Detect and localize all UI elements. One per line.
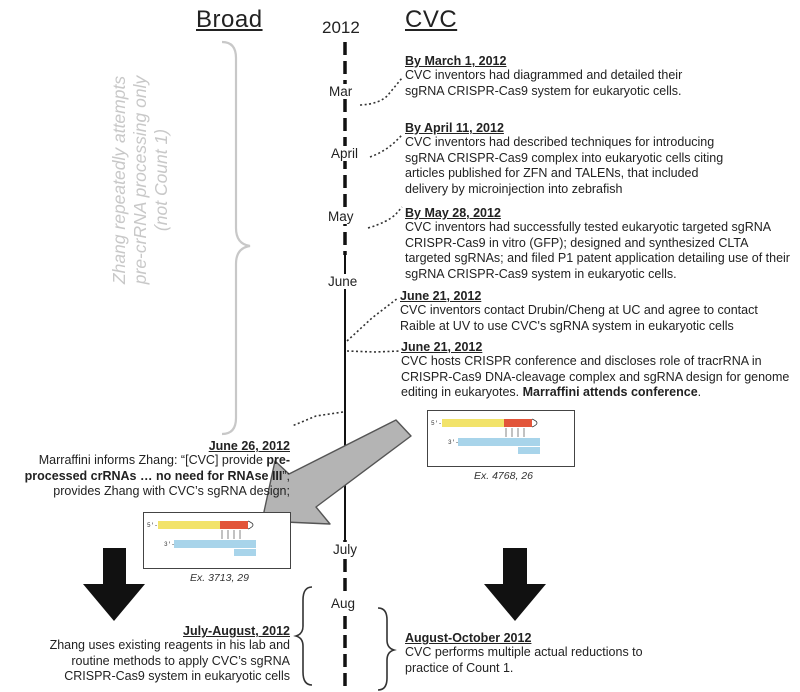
- connector-june-broad: [292, 412, 343, 426]
- aug-brace-left: [296, 587, 312, 685]
- cvc-event-may: By May 28, 2012 CVC inventors had succes…: [405, 206, 795, 282]
- sgrna-diagram: 5'- 3'-: [428, 411, 574, 466]
- broad-note-line1: Zhang repeatedly attempts: [109, 10, 130, 350]
- month-july: July: [331, 542, 359, 557]
- connector-june-a: [347, 298, 398, 341]
- svg-text:5'-: 5'-: [431, 420, 442, 427]
- month-april: April: [329, 146, 360, 161]
- event-date: August-October 2012: [405, 631, 645, 645]
- cvc-exhibit-caption: Ex. 4768, 26: [474, 470, 533, 482]
- event-date: By May 28, 2012: [405, 206, 795, 220]
- event-text: Zhang uses existing reagents in his lab …: [18, 638, 290, 685]
- broad-exhibit-figure: 5'- 3'-: [143, 512, 291, 569]
- cvc-event-june-conference: June 21, 2012 CVC hosts CRISPR conferenc…: [401, 340, 796, 401]
- month-mar: Mar: [327, 84, 354, 99]
- svg-text:3'-: 3'-: [164, 541, 175, 548]
- event-date: July-August, 2012: [18, 624, 290, 638]
- cvc-event-april: By April 11, 2012 CVC inventors had desc…: [405, 121, 785, 197]
- aug-brace-right: [378, 608, 394, 690]
- broad-brace: [222, 42, 250, 434]
- event-text: CVC inventors had successfully tested eu…: [405, 220, 795, 282]
- event-text: Marraffini informs Zhang: “[CVC] provide…: [12, 453, 290, 500]
- month-june: June: [326, 274, 359, 289]
- event-date: June 21, 2012: [401, 340, 796, 354]
- month-may: May: [326, 209, 356, 224]
- cvc-event-aug-oct: August-October 2012 CVC performs multipl…: [405, 631, 645, 676]
- broad-exhibit-caption: Ex. 3713, 29: [190, 572, 249, 584]
- connector-june-b: [347, 351, 400, 352]
- cvc-event-june-contact: June 21, 2012 CVC inventors contact Drub…: [400, 289, 790, 334]
- connector-may: [368, 207, 402, 228]
- event-text: CVC hosts CRISPR conference and disclose…: [401, 354, 796, 401]
- connector-march: [360, 78, 402, 105]
- event-text: CVC inventors contact Drubin/Cheng at UC…: [400, 303, 760, 334]
- event-text: CVC inventors had described techniques f…: [405, 135, 730, 197]
- event-date: By March 1, 2012: [405, 54, 795, 68]
- svg-text:3'-: 3'-: [448, 439, 459, 446]
- event-text-bold: Marraffini attends conference: [523, 385, 698, 399]
- event-text: CVC performs multiple actual reductions …: [405, 645, 645, 676]
- svg-text:5'-: 5'-: [147, 522, 158, 529]
- sgrna-diagram: 5'- 3'-: [144, 513, 290, 568]
- cvc-event-march: By March 1, 2012 CVC inventors had diagr…: [405, 54, 795, 99]
- broad-note-line2: pre-crRNA processing only: [130, 10, 151, 350]
- connector-april: [370, 135, 402, 157]
- black-down-arrow-left: [83, 548, 145, 621]
- broad-event-july-august: July-August, 2012 Zhang uses existing re…: [18, 624, 290, 685]
- event-date: By April 11, 2012: [405, 121, 785, 135]
- broad-note-line3: (not Count 1): [151, 10, 172, 350]
- event-date: June 26, 2012: [12, 439, 290, 453]
- cvc-exhibit-figure: 5'- 3'-: [427, 410, 575, 467]
- broad-event-june26: June 26, 2012 Marraffini informs Zhang: …: [12, 439, 290, 500]
- event-text: CVC inventors had diagrammed and detaile…: [405, 68, 715, 99]
- black-down-arrow-right: [484, 548, 546, 621]
- event-date: June 21, 2012: [400, 289, 790, 303]
- broad-note: Zhang repeatedly attempts pre-crRNA proc…: [107, 350, 177, 360]
- month-aug: Aug: [329, 596, 357, 611]
